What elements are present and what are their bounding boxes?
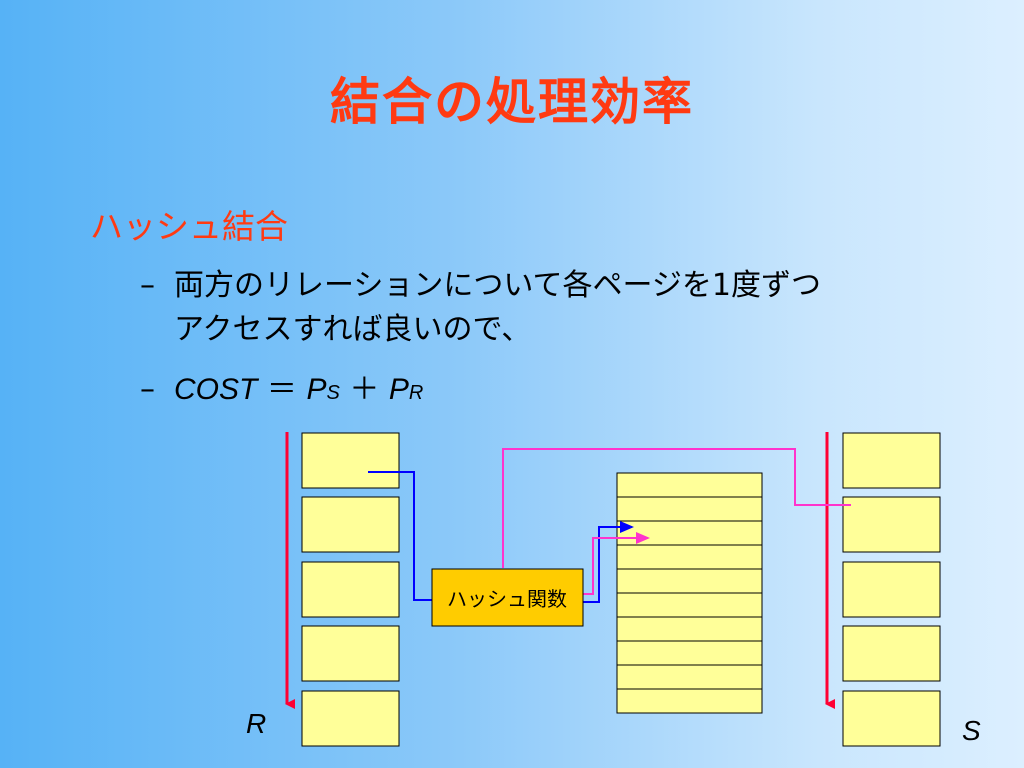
p-r-symbol: P [388,373,409,406]
equals-sign: ＝ [266,372,297,407]
relation-s-page [842,690,941,747]
relation-r-page [301,496,400,553]
relation-r-page [301,432,400,489]
relation-r-pages [301,432,400,747]
blue-flow-arrow-hash-to-table [583,521,634,603]
relation-s-pages [842,432,941,747]
relation-s-label: S [962,715,981,746]
slide-title: 結合の処理効率 [330,73,694,131]
relation-r-page [301,625,400,682]
bullet-1-line-2: アクセスすれば良いので、 [174,312,532,347]
bullet-1-line-1: 両方のリレーションについて各ページを1度ずつ [174,268,821,303]
p-s-subscript: S [326,382,340,404]
relation-s-page [842,625,941,682]
bullet-dash: – [140,372,155,407]
plus-sign: ＋ [349,372,380,407]
p-s-symbol: P [306,373,327,406]
hash-function-label: ハッシュ関数 [447,587,567,611]
blue-flow-line-r-to-hash [368,471,432,601]
bullet-2-cost-formula: –COST ＝ PS ＋ PR [140,370,423,413]
bullet-1: –両方のリレーションについて各ページを1度ずつ [140,266,821,306]
relation-s-page [842,496,941,553]
relation-r-label: R [246,708,266,739]
bullet-dash: – [140,268,155,303]
magenta-flow-arrow-hash-to-table [583,532,650,595]
relation-r-page [301,690,400,747]
hash-table [616,472,763,714]
relation-s-page [842,432,941,489]
magenta-flow-line-s-to-hash [502,448,851,568]
hash-function-box [431,568,584,627]
cost-text: COST [174,373,258,406]
relation-s-page [842,561,941,618]
relation-r-page [301,561,400,618]
section-heading: ハッシュ結合 [90,207,288,246]
p-r-subscript: R [408,382,424,404]
